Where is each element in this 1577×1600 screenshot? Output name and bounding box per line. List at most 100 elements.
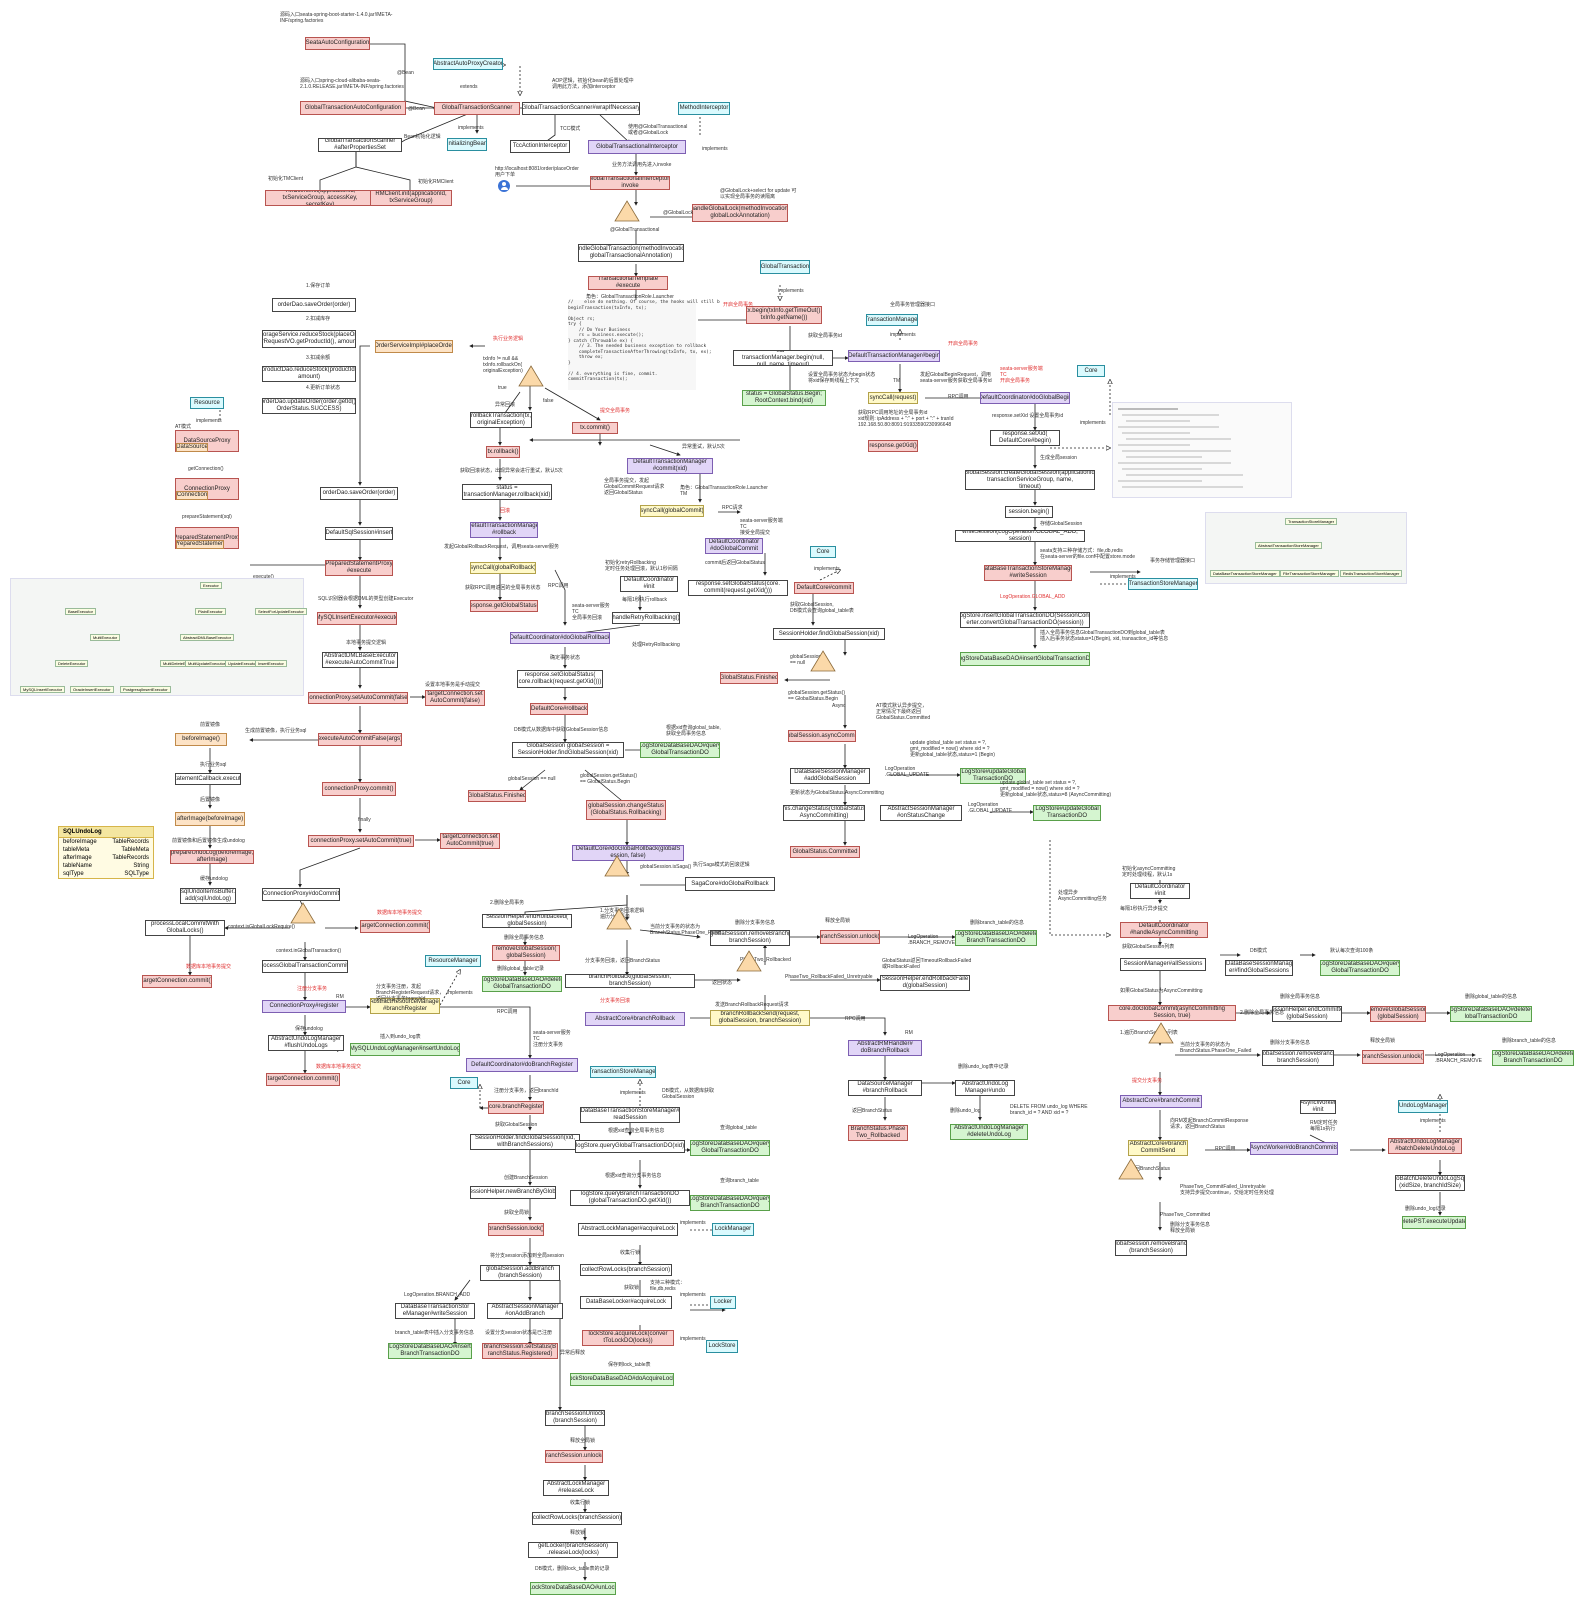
node-session-helper-committed: SessionHelper.endCommitted (globalSessio… — [1272, 1006, 1342, 1022]
node-seata-auto-configuration: SeataAutoConfiguration — [305, 37, 370, 50]
note-delete-branch-info2: 删除分支事务信息 — [1270, 1040, 1311, 1046]
node-session-begin: session.begin() — [1005, 506, 1053, 518]
node-core-branch-register: core.branchRegister — [488, 1101, 544, 1114]
note-store-mode: seata支持三种存储方式：file,db,redis 在seata-serve… — [1040, 548, 1136, 560]
note-rpc-call3: RPC调用 — [845, 1016, 866, 1022]
node-process-global-commit: processGlobalTransactionCommit() — [262, 960, 348, 973]
node-coordinator-init: DefaultCoordinator #init — [620, 576, 678, 592]
class-name: SQLUndoLog — [59, 827, 153, 838]
decision-diamond — [518, 365, 544, 387]
node-sql-undo-items-buffer: sqlUndoItemsBuffer. add(sqlUndoLog) — [180, 888, 236, 904]
node-tm-commit: DefaultTransactionManager #commit(xid) — [627, 458, 713, 474]
note-aop: AOP逻辑，初始化bean的后置处理中 调用此方法，添加interceptor — [552, 78, 634, 90]
note-get-locker: 获取锁 — [624, 1285, 640, 1291]
note-get-global-session-list: 获取GlobalSession列表 — [1122, 944, 1175, 950]
note-cache-undo-log: 缓存undolog — [200, 876, 228, 882]
note-log-op-remove: LogOperation .BRANCH_REMOVE — [908, 934, 955, 946]
entry-note: 源码入口spring-cloud-alibaba-seata-2.1.0.REL… — [300, 78, 404, 90]
node-log-store-delete-global2: LogStoreDataBaseDAO#deleteG lobalTransac… — [1450, 1006, 1532, 1022]
node-rm-handler-do-branch-rollback: AbstractRMHandler# doBranchRollback — [848, 1040, 922, 1056]
node-flush-undo-logs: AbstractUndoLogManager #flushUndoLogs — [268, 1035, 344, 1051]
executor-class: Executor — [200, 582, 222, 589]
note-return-status: 返回状态 — [712, 980, 733, 986]
note-rpc-call5: RPC调用 — [1215, 1146, 1236, 1152]
node-find-global-session: SessionHolder.findGlobalSession(xid) — [773, 628, 885, 640]
node-branch-rollback: branchRollback(globalSession, branchSess… — [565, 974, 695, 988]
note-release-global-lock: 释放全局锁 — [825, 918, 851, 924]
debugger-line — [1118, 426, 1219, 428]
note-rollback-status: 当前分支事务的状态为 BranchStatus.PhaseOne_Failed — [650, 924, 722, 936]
node-lock-store-unlock: LockStoreDataBaseDAO#unLock — [530, 1582, 616, 1595]
note-every1s: 每隔1秒执行异步提交 — [1120, 906, 1168, 912]
note-true-label: true — [498, 385, 507, 391]
note-phase-two-unretryable: PhaseTwo_RollbackFailed_Unretryable — [785, 974, 873, 980]
note-db-mode: DB模式 — [1250, 948, 1267, 954]
note-implements13: implements — [680, 1336, 706, 1342]
note-branch-rollback: 分支事务回滚 — [600, 998, 631, 1004]
node-do-global-commit: core.doGlobalCommit(asyncCommitting Sess… — [1108, 1005, 1236, 1021]
note-log-op-add: LogOperation.GLOBAL_ADD — [1000, 594, 1066, 600]
node-prepared-statement: PreparedStatement — [176, 540, 224, 549]
note-global-session-begin: globalSession.getStatus() == GlobalStatu… — [788, 690, 845, 702]
note-commit-return: commit后返回GlobalStatus — [705, 560, 765, 566]
field-name: tableName — [63, 863, 93, 869]
node-rm-init: RMClient.init(applicationId, txServiceGr… — [370, 190, 452, 206]
node-abstract-core-branch-rollback: AbstractCore#branchRollback — [585, 1012, 685, 1026]
note-phase-two-committed: PhaseTwo_Committed — [1160, 1212, 1211, 1218]
note-release-global-lock3: 释放全局锁 — [1370, 1038, 1396, 1044]
node-after-image: afterImage(beforeImage) — [175, 812, 245, 826]
debugger-line — [1126, 420, 1190, 422]
node-abstract-auto-proxy-creator: AbstractAutoProxyCreator — [433, 58, 503, 70]
node-resource-manager: ResourceManager — [425, 955, 481, 967]
node-coordinator-do-branch-register: DefaultCoordinator#doBranchRegister — [466, 1058, 578, 1072]
note-insert-undo-log: 插入到undo_log表 — [380, 1034, 421, 1040]
note-query-branch-by-xid: 根据xid查询分支事务信息 — [605, 1173, 662, 1179]
decision-diamond — [736, 950, 762, 972]
note-bean1: @Bean — [397, 70, 414, 76]
note-update-global1: update global_table set status = ?, gmt_… — [910, 740, 995, 758]
node-db-find-global-sessions: DataBaseSessionManag er#findGlobalSessio… — [1225, 960, 1293, 976]
note-add-branch-to-global: 将分支session添加到全局session — [490, 1253, 564, 1259]
node-transaction-store-manager2: TransactionStoreManager — [590, 1066, 656, 1078]
note-insert-branch-table: branch_table表中插入分支事务信息 — [395, 1330, 474, 1336]
node-global-status-finished2: GlobalStatus.Finished — [468, 790, 526, 802]
note-rpc-call2: RPC调用 — [548, 583, 569, 589]
note-get-global-session: 获取GlobalSession, DB模式会查询global_table表 — [790, 602, 854, 614]
field-name: tableMeta — [63, 847, 90, 853]
note-register-branch: 注册分支事务 — [297, 986, 328, 992]
debugger-line — [1118, 462, 1231, 464]
node-undo-log-manager-undo: AbstractUndoLog Manager#undo — [955, 1080, 1015, 1096]
node-global-transactional-interceptor: GlobalTransactionalInterceptor — [588, 140, 686, 154]
node-log-store-delete-branch1: LogStoreDataBaseDAO#delete BranchTransac… — [955, 930, 1037, 946]
node-handle-async-committing: DefaultCoordinator #handleAsyncCommittin… — [1120, 922, 1208, 938]
executor-class: SelectForUpdateExecutor — [255, 608, 307, 615]
node-global-session-remove-branch3: globalSession.removeBranch (branchSessio… — [1115, 1240, 1187, 1256]
store-class: RedisTransactionStoreManager — [1340, 570, 1403, 577]
note-implements8: implements — [196, 418, 222, 424]
node-core3: Core — [450, 1077, 478, 1089]
note-delete-branch-table2: 删除branch_table的信息 — [1502, 1038, 1556, 1044]
note-global-session-null: globalSession == null — [790, 654, 822, 666]
node-branch-session-unlock3: branchSession.unlock() — [545, 1450, 603, 1463]
node-target-commit3: targetConnection.commit() — [266, 1073, 340, 1086]
node-branch-session-lock: branchSession.lock() — [488, 1223, 544, 1236]
note-implements14: implements — [1420, 1118, 1446, 1124]
note-seata-server-tc4: seata-server服务 TC 注册分支事务 — [533, 1030, 571, 1048]
note-retry-every-second: 每隔1秒执行rollback — [622, 597, 668, 603]
debugger-line — [1122, 432, 1190, 434]
note-global-tx-label: @GlobalTransactional — [610, 227, 660, 233]
note-delete-branch-info: 删除分支事务信息 — [735, 920, 776, 926]
node-sync-call-request: syncCall(request) — [868, 392, 918, 404]
node-release-lock-locker: getLocker(branchSession) .releaseLock(lo… — [528, 1542, 618, 1558]
node-on-add-branch: AbstractSessionManager #onAddBranch — [487, 1303, 563, 1319]
note-release-global-lock2: 释放全局锁 — [570, 1438, 596, 1444]
node-lock-store-do-acquire: LockStoreDataBaseDAO#doAcquireLocks — [570, 1373, 674, 1386]
note-exec-biz: 执行业务逻辑 — [493, 336, 524, 342]
note-tcc-mode: TCC模式 — [560, 126, 581, 132]
note-global-lock-label: @GlobalLock — [663, 210, 694, 216]
node-acquire-lock: AbstractLockManager#acquireLock — [578, 1223, 678, 1236]
note-local-tx-commit: 本地事务提交逻辑 — [346, 640, 387, 646]
note-collect-rows2: 收集行锁 — [570, 1500, 591, 1506]
node-tcc-action-interceptor: TccActionInterceptor — [510, 140, 570, 153]
